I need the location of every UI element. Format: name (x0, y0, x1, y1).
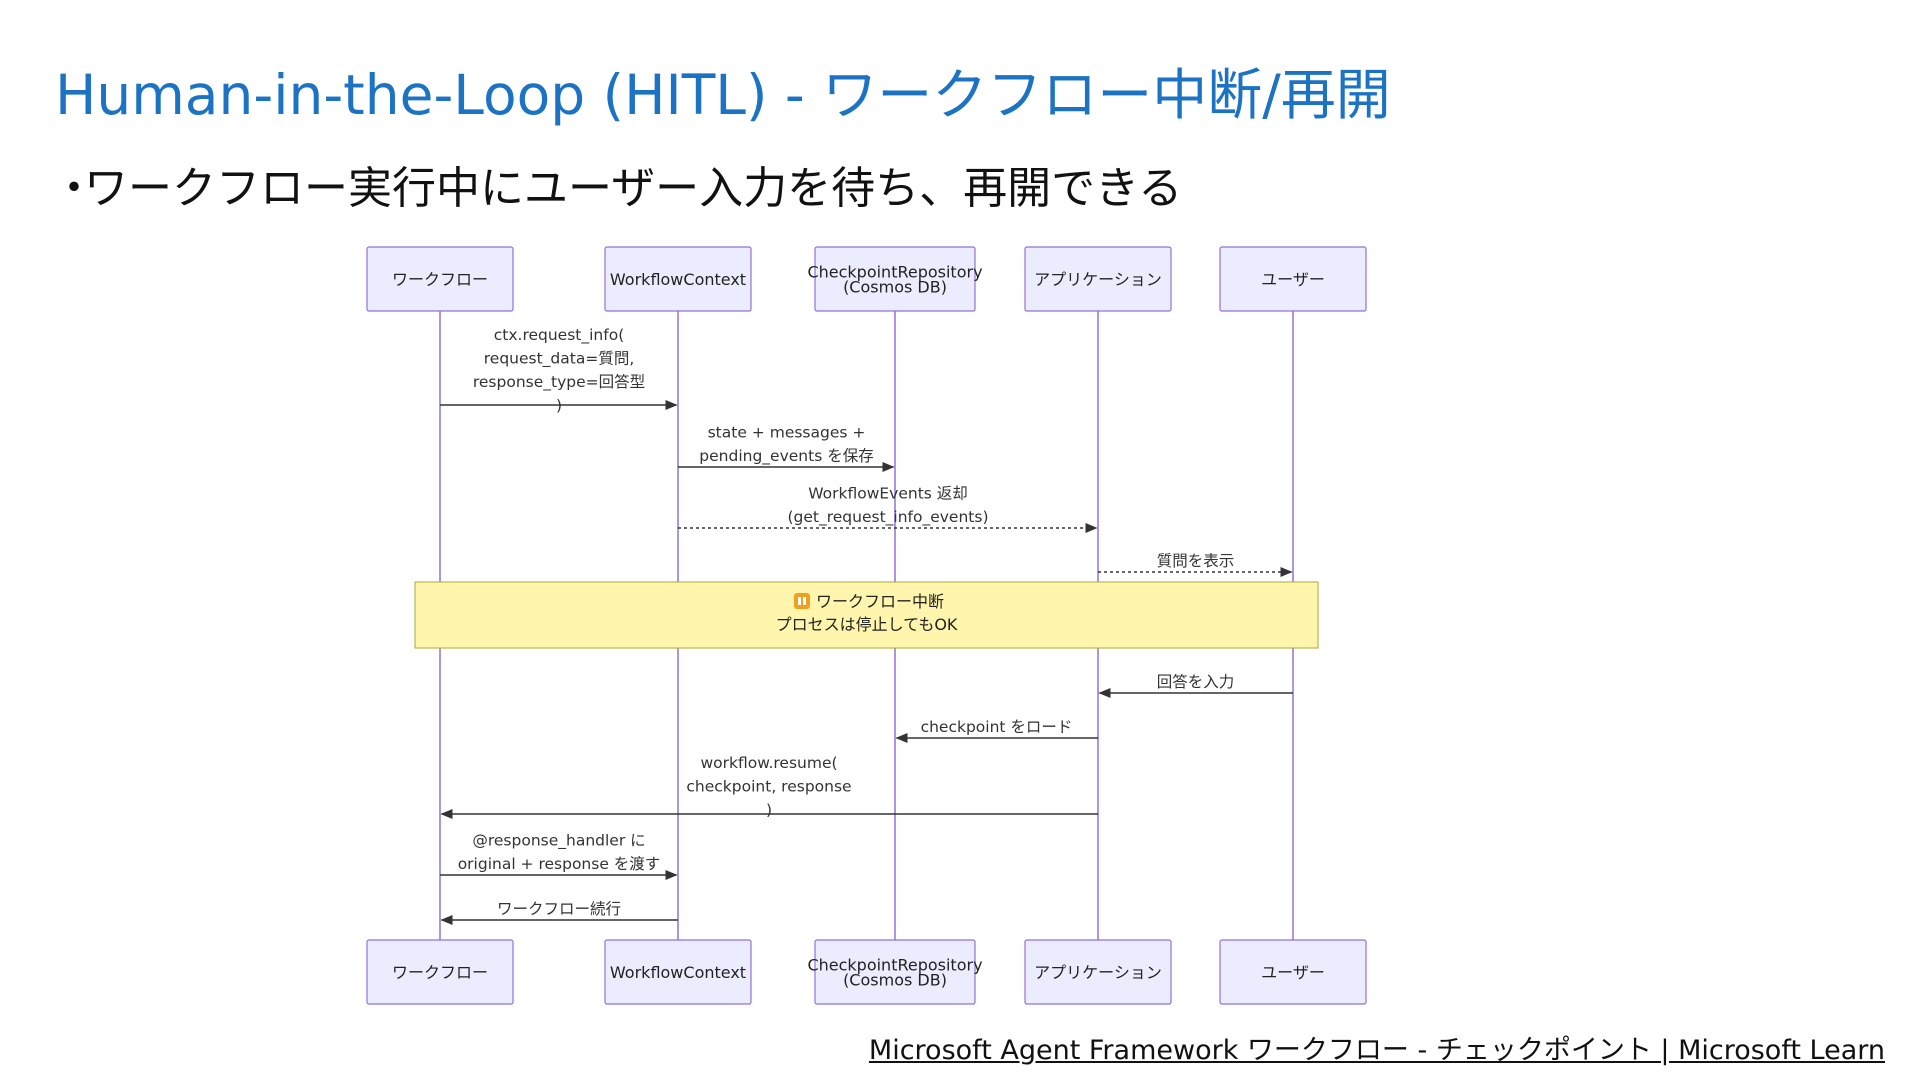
participant-label: CheckpointRepository (807, 263, 982, 282)
message-label: response_type=回答型 (473, 373, 645, 392)
participant-label: ユーザー (1261, 963, 1325, 982)
participant-label: CheckpointRepository (807, 956, 982, 975)
participant-label: (Cosmos DB) (843, 971, 947, 990)
message-8: @response_handler に original + response を… (440, 832, 678, 880)
message-label: WorkflowEvents 返却 (808, 485, 968, 503)
participant-wf-bottom: ワークフロー (366, 939, 514, 1005)
message-label: 質問を表示 (1157, 552, 1235, 570)
participant-label: (Cosmos DB) (843, 278, 947, 297)
message-label: checkpoint, response (686, 778, 851, 796)
message-label: 回答を入力 (1157, 673, 1235, 691)
participant-repo-bottom: CheckpointRepository(Cosmos DB) (807, 939, 983, 1005)
message-7: workflow.resume( checkpoint, response) (440, 754, 1098, 819)
participant-label: ワークフロー (392, 963, 488, 982)
message-label: ワークフロー続行 (497, 900, 621, 918)
message-label: workflow.resume( (700, 754, 837, 772)
message-5: 回答を入力 (1098, 673, 1293, 698)
pause-icon (794, 593, 810, 609)
participant-app-top: アプリケーション (1024, 246, 1172, 312)
message-label: pending_events を保存 (699, 447, 873, 466)
participant-repo-top: CheckpointRepository(Cosmos DB) (807, 246, 983, 312)
slide-title: Human-in-the-Loop (HITL) - ワークフロー中断/再開 (55, 63, 1391, 127)
message-1: ctx.request_info( request_data=質問,respons… (440, 326, 678, 415)
message-label: @response_handler に (472, 832, 645, 851)
message-label: checkpoint をロード (921, 718, 1073, 736)
message-label: state + messages + (708, 424, 866, 442)
participant-label: ユーザー (1261, 270, 1325, 289)
message-label: ctx.request_info( (494, 326, 625, 345)
participant-app-bottom: アプリケーション (1024, 939, 1172, 1005)
message-9: ワークフロー続行 (440, 900, 678, 925)
message-3: WorkflowEvents 返却 (get_request_info_event… (678, 485, 1098, 533)
participant-wf-top: ワークフロー (366, 246, 514, 312)
message-6: checkpoint をロード (895, 718, 1098, 743)
message-label: (get_request_info_events) (787, 508, 988, 527)
message-4: 質問を表示 (1098, 552, 1293, 577)
message-label: original + response を渡す (458, 855, 661, 873)
bullet-point: ・ワークフロー実行中にユーザー入力を待ち、再開できる (52, 152, 1182, 216)
participant-label: WorkflowContext (610, 963, 746, 982)
message-label: ) (556, 397, 562, 415)
participant-label: ワークフロー (392, 270, 488, 289)
participant-label: アプリケーション (1034, 270, 1162, 289)
note-subtitle: プロセスは停止してもOK (776, 615, 958, 634)
source-link[interactable]: Microsoft Agent Framework ワークフロー - チェックポ… (868, 1035, 1885, 1066)
participant-label: アプリケーション (1034, 963, 1162, 982)
message-2: state + messages + pending_events を保存 (678, 424, 895, 472)
bullet-text: ワークフロー実行中にユーザー入力を待ち、再開できる (84, 163, 1183, 214)
participant-ctx-bottom: WorkflowContext (604, 939, 752, 1005)
participant-user-top: ユーザー (1219, 246, 1367, 312)
participant-ctx-top: WorkflowContext (604, 246, 752, 312)
note-title: ワークフロー中断 (816, 592, 944, 611)
participant-label: WorkflowContext (610, 270, 746, 289)
message-label: request_data=質問, (484, 350, 635, 369)
participant-user-bottom: ユーザー (1219, 939, 1367, 1005)
message-label: ) (766, 801, 772, 819)
